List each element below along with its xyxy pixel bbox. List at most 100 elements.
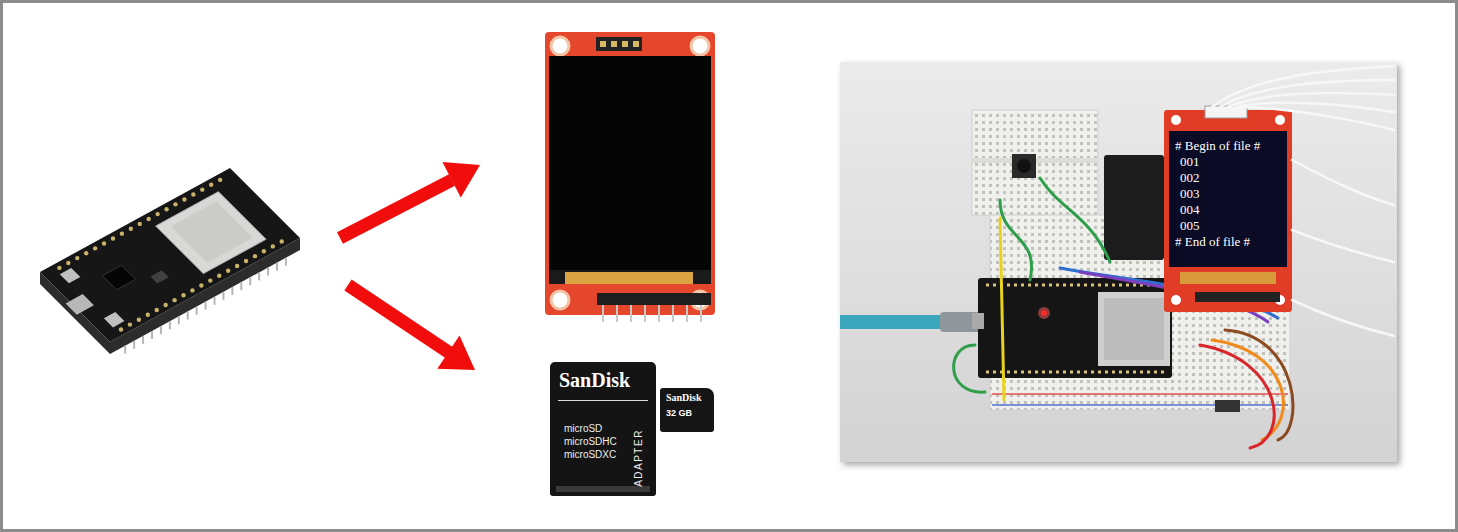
esp32-board [191,192,195,196]
white-wire [1292,300,1394,336]
tft-display-module [658,305,660,322]
tft-display-module [545,32,715,315]
esp32-board [187,311,189,319]
esp32-board-photo [1104,298,1164,360]
esp32-board [164,207,168,211]
tft-display-photo [1195,292,1280,302]
push-button [1012,154,1036,178]
adapter-label: ADAPTER [633,429,644,487]
esp32-board [199,283,203,287]
red-arrow [340,162,480,238]
jumper-wire [1000,218,1004,400]
esp32-board [217,274,221,278]
white-wire [1292,230,1394,262]
red-arrow [348,285,449,353]
esp32-board [137,318,141,322]
jumper-wire [1225,330,1293,440]
esp32-board [169,321,171,329]
jumper-wire [1200,345,1274,448]
photo [840,62,1397,462]
white-wire [1212,66,1394,107]
wire-connector [1215,400,1240,412]
esp32-board-photo [986,371,1168,374]
esp32-board [209,183,213,187]
esp32-board [240,282,242,290]
jumper-wire [954,345,985,392]
screen-line: # Begin of file # [1175,138,1260,154]
tft-display-module [545,32,715,322]
esp32-board [104,312,125,327]
white-wire [1244,107,1394,130]
tft-display-module [551,37,569,55]
esp32-board [138,222,142,226]
card-contacts [556,486,650,492]
screen-line: 004 [1180,202,1200,218]
tft-display-module [600,41,606,47]
tft-display-module [644,305,646,322]
tft-display-module [611,41,617,47]
esp32-board [226,269,230,273]
breadboard [972,110,1098,215]
esp32-board [102,241,106,245]
tft-display-module [597,293,711,305]
esp32-board [66,294,94,315]
card-type-list: microSD microSDHC microSDXC [564,422,626,461]
esp32-board-photo [1041,310,1047,316]
usb-cable [840,315,942,329]
photo [840,62,1397,462]
esp32-board [182,197,186,201]
screen-line: 003 [1180,186,1200,202]
esp32-board [253,254,257,258]
esp32-board [120,231,124,235]
esp32-board-photo [1098,292,1170,366]
brand-name: SanDisk [559,369,630,392]
esp32-board-photo [972,313,984,329]
esp32-board [57,266,61,270]
esp32-board [84,251,88,255]
esp32-board [171,201,253,262]
esp32-board [235,264,239,268]
tft-display-module [691,37,709,55]
esp32-board [93,246,97,250]
esp32-board [222,292,224,300]
esp32-board [163,303,167,307]
esp32-board [60,268,81,283]
tft-display-photo [1180,272,1276,284]
esp32-board [173,202,177,206]
breadboard [992,393,1288,395]
tft-display-module [603,305,701,322]
brand-name: SanDisk [666,392,702,403]
esp32-board [156,192,266,274]
esp32-board [205,302,207,310]
esp32-board [150,270,168,283]
tft-display-module [596,37,642,51]
esp32-board [267,267,269,275]
tft-display-photo [1164,110,1292,312]
tft-display-module [549,270,711,284]
esp32-board [271,244,275,248]
tft-display-module [700,305,702,322]
esp32-board [190,288,194,292]
esp32-board [262,249,266,253]
tft-display-module [565,272,693,284]
esp32-board [196,307,198,315]
esp32-board [147,217,151,221]
esp32-board [276,263,278,271]
esp32-board [142,336,144,344]
tft-display-module [686,305,688,322]
red-arrow [348,285,475,370]
esp32-board [40,168,300,342]
tft-display-photo [1164,106,1292,312]
esp32-board [172,298,176,302]
sd-card-module [1104,155,1164,260]
esp32-board [119,327,123,331]
capacity-label: 32 GB [666,408,692,418]
tft-display-module [549,56,711,270]
screen-line: 002 [1180,170,1200,186]
tft-display-photo [1171,115,1181,125]
esp32-board [214,297,216,305]
esp32-board [285,258,287,266]
screen-line: 005 [1180,218,1200,234]
esp32-board [133,341,135,349]
red-arrow [340,180,452,238]
